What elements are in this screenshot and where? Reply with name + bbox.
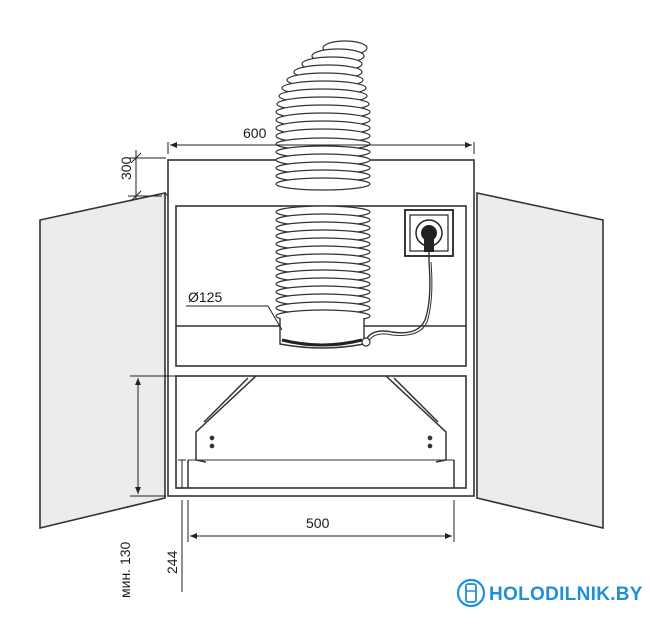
brand-logo: HOLODILNIK.BY — [456, 578, 643, 608]
brand-name: HOLODILNIK.BY — [489, 584, 643, 605]
power-cable — [365, 252, 431, 341]
label-min-130: мин. 130 — [117, 541, 133, 598]
label-height-244: 244 — [164, 550, 180, 574]
dimension-600 — [167, 142, 475, 154]
lower-compartment — [175, 375, 467, 489]
corrugated-duct — [275, 40, 371, 323]
left-door — [39, 192, 169, 530]
dimension-500 — [187, 500, 455, 542]
diameter-leader — [186, 305, 283, 331]
fridge-icon — [456, 578, 486, 608]
dimension-vertical-lower — [130, 375, 186, 592]
label-width-600: 600 — [243, 125, 267, 141]
duct-rib-mid-184 — [275, 177, 371, 191]
range-hood — [187, 375, 455, 488]
dimension-300 — [128, 150, 166, 202]
label-height-300: 300 — [118, 156, 134, 180]
power-socket — [404, 209, 454, 257]
duct-collar — [279, 318, 365, 349]
label-diameter: Ø125 — [188, 289, 222, 305]
label-width-500: 500 — [306, 515, 330, 531]
right-door — [476, 192, 604, 530]
